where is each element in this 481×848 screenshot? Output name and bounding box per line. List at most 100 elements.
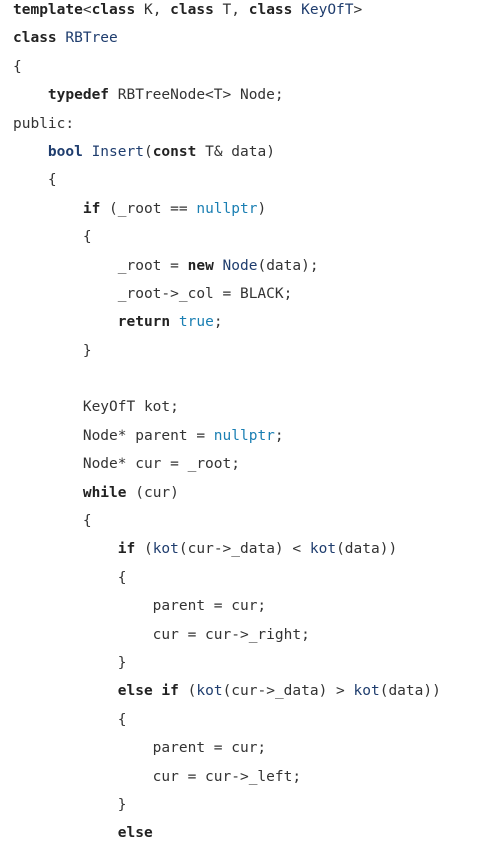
code-line: Node* parent = nullptr; [13,422,481,450]
code-text: Node* parent = [13,427,214,444]
code-line: bool Insert(const T& data) [13,138,481,166]
code-line: parent = cur; [13,592,481,620]
code-type: bool [47,143,83,160]
code-text: cur = cur->_left; [13,768,302,785]
code-text: _root->_col = BLACK; [13,285,293,302]
code-text: ) [257,200,267,217]
code-keyword: class [170,2,214,18]
code-text [13,825,118,841]
code-line: while (cur) [13,479,481,507]
code-function-name: kot [309,541,337,558]
code-literal: nullptr [213,427,275,444]
code-line: if (kot(cur->_data) < kot(data)) [13,535,481,563]
code-line: else if (kot(cur->_data) > kot(data)) [13,677,481,705]
code-line: } [13,337,481,365]
code-text [170,314,179,330]
code-line: } [13,649,481,677]
code-function-name: kot [353,683,380,700]
code-text [13,87,48,103]
code-keyword: new [187,257,214,274]
code-text: T, [213,2,249,18]
code-keyword: else [117,683,153,700]
code-text: { [13,513,92,530]
code-text [13,201,83,217]
code-function-name: kot [152,541,179,558]
code-line: { [13,53,481,81]
code-text [13,485,83,501]
code-text: (cur->_data) > [222,683,354,700]
code-literal: nullptr [196,200,258,217]
code-text: } [13,342,92,359]
code-text: ( [143,143,153,160]
code-text: { [13,229,92,246]
code-line: { [13,223,481,251]
code-text: (_root == [100,200,197,217]
code-class-name: RBTree [65,30,118,47]
code-class-name: KeyOfT [301,2,354,18]
code-keyword: while [82,484,127,501]
code-function-name: Insert [91,143,144,160]
code-keyword: const [152,143,197,160]
code-text: Node* cur = _root; [13,456,240,473]
code-keyword: template [13,2,83,18]
code-text: ; [213,314,223,331]
code-text: { [13,711,127,728]
code-text: ( [178,683,197,700]
code-line: { [13,166,481,194]
code-text: cur = cur->_right; [13,626,310,643]
code-text [13,314,118,330]
code-text: { [13,569,127,586]
code-text: parent = cur; [13,598,267,615]
code-text: ( [135,541,153,558]
code-text [83,144,92,160]
code-text: K, [135,2,171,18]
code-text: (data)) [336,541,398,558]
code-text: ; [274,427,284,444]
code-text: { [13,172,57,189]
code-line: return true; [13,308,481,336]
code-line: _root = new Node(data); [13,252,481,280]
code-keyword: class [13,30,57,47]
code-keyword: if [117,541,136,558]
code-text: T& data) [196,143,275,160]
code-keyword: class [248,2,293,18]
code-text [13,144,48,160]
code-keyword: if [161,683,179,700]
code-text [13,683,118,699]
code-line: class RBTree [13,24,481,52]
code-keyword: class [91,2,136,18]
code-keyword: if [82,200,101,217]
code-line: parent = cur; [13,734,481,762]
code-line: _root->_col = BLACK; [13,280,481,308]
code-text [13,541,118,557]
code-line: { [13,507,481,535]
code-text: (data); [257,257,319,274]
code-line: { [13,706,481,734]
code-text [292,2,301,18]
code-line: if (_root == nullptr) [13,195,481,223]
code-function-name: Node [222,257,258,274]
code-line: cur = cur->_right; [13,621,481,649]
code-text: KeyOfT kot; [13,399,179,416]
code-text: parent = cur; [13,740,267,757]
code-text: RBTreeNode<T> Node; [109,87,284,104]
code-keyword: else [117,825,153,842]
code-text: { [13,58,22,75]
code-keyword: return [117,314,171,331]
code-line: else [13,819,481,847]
code-line: typedef RBTreeNode<T> Node; [13,81,481,109]
code-text: _root = [13,257,188,274]
code-text: (cur->_data) < [178,541,310,558]
code-keyword: typedef [47,87,110,104]
code-line: cur = cur->_left; [13,763,481,791]
code-text: (data)) [379,683,441,700]
code-line: Node* cur = _root; [13,450,481,478]
code-line: template<class K, class T, class KeyOfT> [13,0,481,24]
code-function-name: kot [196,683,223,700]
code-text: } [13,654,127,671]
code-text: (cur) [126,484,179,501]
code-line [13,365,481,393]
code-line: } [13,791,481,819]
code-text: public: [13,115,75,132]
